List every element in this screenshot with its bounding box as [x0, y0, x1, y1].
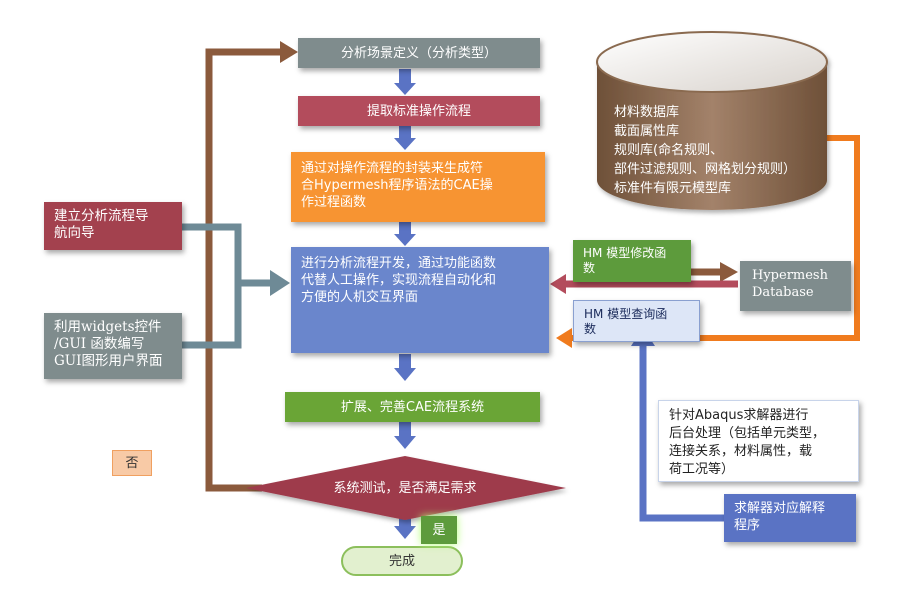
from-db-arrowhead — [550, 274, 566, 294]
done-label: 完成 — [388, 553, 415, 569]
no-label: 否 — [112, 450, 152, 476]
database-cylinder — [596, 31, 828, 210]
test-decision-diamond — [246, 456, 566, 520]
define-scene-box: 分析场景定义（分析类型） — [298, 38, 540, 68]
left-inputs-arrowhead — [270, 270, 290, 296]
nav-wizard-box: 建立分析流程导 航向导 — [44, 202, 182, 250]
test-decision-label: 系统测试，是否满足需求 — [333, 480, 477, 496]
gui-box: 利用widgets控件 /GUI 函数编写 GUI图形用户界面 — [44, 313, 182, 379]
main-flow-arrows — [394, 69, 416, 539]
develop-box: 进行分析流程开发，通过功能函数 代替人工操作，实现流程自动化和 方便的人机交互界… — [291, 247, 549, 353]
yes-label: 是 — [421, 516, 457, 544]
hm-database-box: Hypermesh Database — [740, 261, 851, 311]
extract-ops-box: 提取标准操作流程 — [298, 96, 540, 126]
database-label: 材料数据库 截面属性库 规则库(命名规则、 部件过滤规则、网格划分规则） 标准件… — [614, 105, 797, 196]
database-arrow — [570, 135, 860, 341]
no-loop-arrowhead — [280, 41, 298, 63]
no-loop-arrow — [205, 48, 285, 492]
nav-wizard-arrow — [182, 223, 270, 287]
gui-arrow — [182, 283, 242, 349]
hm-query-box: HM 模型查询函 数 — [573, 300, 700, 342]
interpreter-arrow — [639, 342, 724, 522]
done-terminal-shape — [341, 546, 463, 576]
encapsulate-box: 通过对操作流程的封装来生成符 合Hypermesh程序语法的CAE操 作过程函数 — [291, 152, 545, 222]
hm-modify-box: HM 模型修改函 数 — [573, 240, 691, 282]
interpreter-box: 求解器对应解释 程序 — [724, 494, 856, 542]
database-arrowhead — [556, 328, 572, 348]
abaqus-box: 针对Abaqus求解器进行 后台处理（包括单元类型， 连接关系，材料属性，载 荷… — [658, 400, 859, 482]
to-db-arrowhead — [720, 262, 738, 282]
extend-box: 扩展、完善CAE流程系统 — [285, 392, 540, 422]
